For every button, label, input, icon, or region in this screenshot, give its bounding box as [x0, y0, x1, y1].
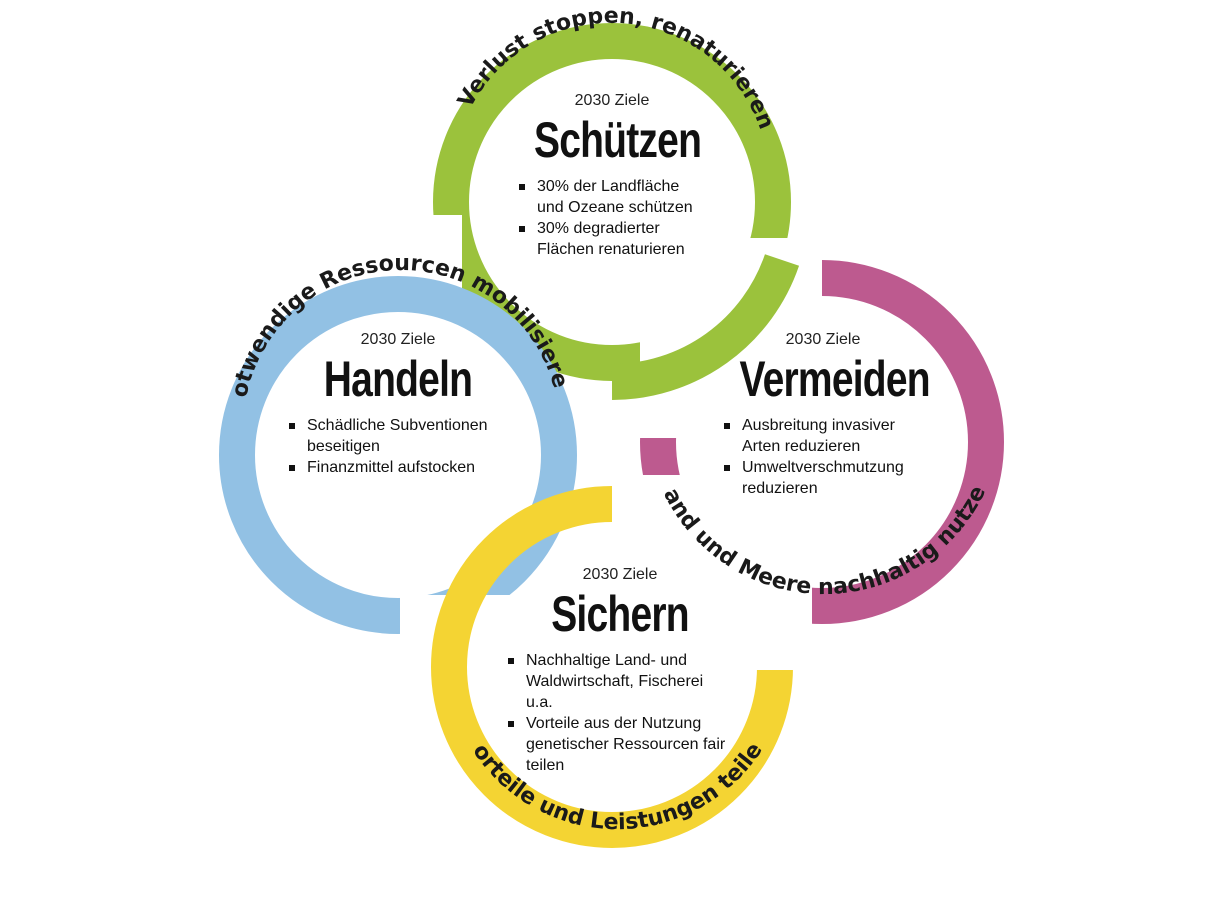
- panel-kicker: 2030 Ziele: [574, 92, 650, 109]
- ring-handeln: [219, 276, 577, 634]
- goal-item: Vorteile aus der Nutzung genetischer Res…: [508, 713, 732, 776]
- panel-vermeiden: 2030 Ziele Vermeiden Ausbreitung invasiv…: [716, 331, 931, 499]
- ring-handeln-group: [219, 276, 577, 655]
- goal-item: Umweltverschmutzung reduzieren: [724, 457, 922, 499]
- panel-title: Schützen: [534, 112, 702, 168]
- panel-title: Handeln: [323, 351, 473, 407]
- goal-list: Nachhaltige Land- und Waldwirtschaft, Fi…: [508, 650, 732, 776]
- panel-kicker: 2030 Ziele: [360, 331, 436, 348]
- ring-schuetzen: [433, 23, 791, 381]
- ring-gap-mask: [612, 475, 812, 670]
- panel-handeln: 2030 Ziele Handeln Schädliche Subvention…: [286, 331, 510, 478]
- panel-title: Sichern: [551, 586, 689, 642]
- panel-sichern: 2030 Ziele Sichern Nachhaltige Land- und…: [505, 566, 735, 776]
- panel-title: Vermeiden: [739, 351, 931, 407]
- goal-item: 30% der Landfläche und Ozeane schützen: [519, 176, 705, 218]
- ring-schuetzen-overlap: [611, 253, 800, 400]
- goal-list: 30% der Landfläche und Ozeane schützen 3…: [519, 176, 705, 260]
- panel-kicker: 2030 Ziele: [785, 331, 861, 348]
- ring-sichern-group: [431, 475, 812, 848]
- goal-item: 30% degradierter Flächen renaturieren: [519, 218, 705, 260]
- goal-list: Ausbreitung invasiver Arten reduzieren U…: [724, 415, 922, 499]
- goal-item: Nachhaltige Land- und Waldwirtschaft, Fi…: [508, 650, 716, 713]
- goal-list: Schädliche Subventionen beseitigen Finan…: [289, 415, 507, 478]
- goal-item: Schädliche Subventionen beseitigen: [289, 415, 507, 457]
- goal-item: Finanzmittel aufstocken: [289, 457, 507, 478]
- goal-item: Ausbreitung invasiver Arten reduzieren: [724, 415, 922, 457]
- panel-kicker: 2030 Ziele: [582, 566, 658, 583]
- panel-schuetzen: 2030 Ziele Schützen 30% der Landfläche u…: [512, 92, 712, 260]
